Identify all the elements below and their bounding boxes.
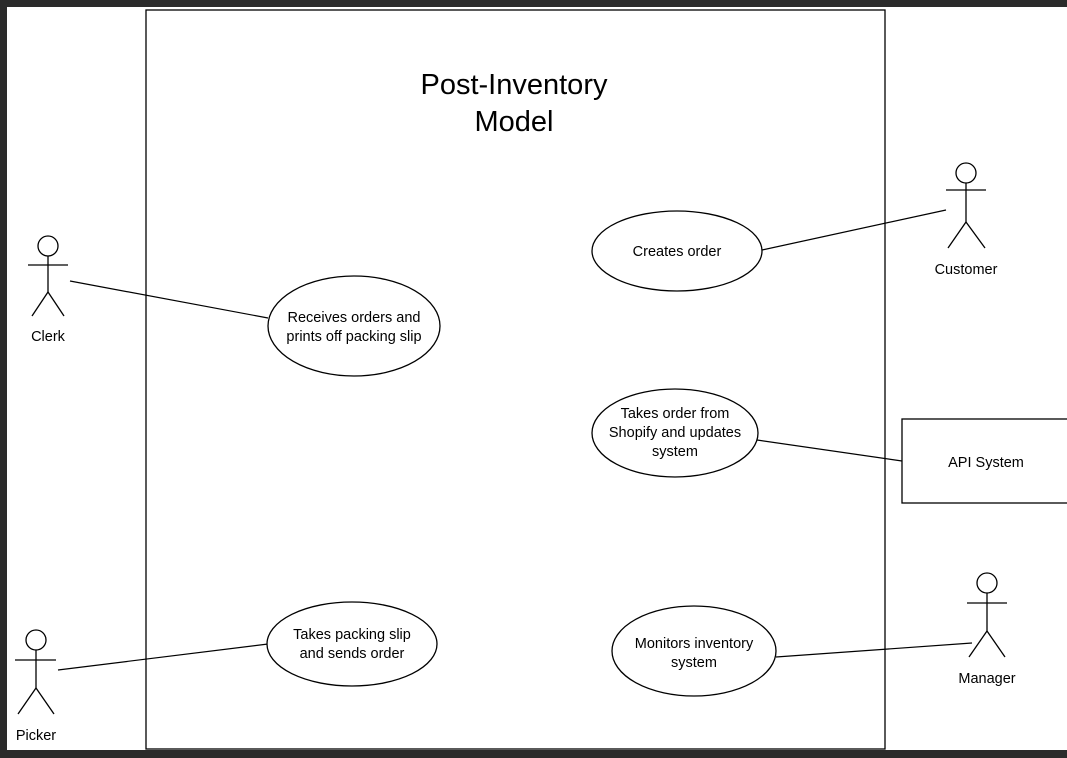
actor-manager[interactable] — [967, 572, 1007, 658]
actor-manager-head — [976, 572, 998, 594]
diagram-title-line1: Post-Inventory — [421, 69, 608, 101]
use-case-monitors-inventory-line1: Monitors inventory — [635, 636, 754, 652]
association-customer — [761, 209, 947, 251]
use-case-monitors-inventory[interactable]: Monitors inventory system — [611, 605, 777, 697]
actor-picker[interactable] — [15, 629, 56, 715]
use-case-receives-orders-line1: Receives orders and — [288, 310, 421, 326]
actor-clerk-head — [37, 235, 59, 257]
actor-clerk[interactable] — [28, 235, 68, 317]
use-case-takes-packing-slip[interactable]: Takes packing slip and sends order — [266, 601, 438, 687]
association-clerk — [69, 280, 269, 319]
use-case-monitors-inventory-line2: system — [671, 655, 717, 671]
diagram-title-line2: Model — [475, 106, 554, 138]
use-case-takes-packing-slip-line2: and sends order — [300, 646, 405, 662]
api-system-box[interactable]: API System — [901, 418, 1067, 504]
use-case-takes-order-shopify[interactable]: Takes order from Shopify and updates sys… — [591, 388, 759, 478]
actor-customer-label: Customer — [935, 262, 998, 278]
use-case-takes-packing-slip-line1: Takes packing slip — [293, 627, 411, 643]
actor-customer-head — [955, 162, 977, 184]
association-api-system — [756, 439, 903, 462]
system-boundary — [145, 9, 886, 750]
association-manager — [775, 642, 973, 658]
actor-customer[interactable] — [946, 162, 986, 249]
use-case-creates-order-line1: Creates order — [633, 244, 722, 260]
actor-picker-label: Picker — [16, 728, 56, 744]
use-case-takes-order-shopify-line1: Takes order from — [621, 406, 730, 422]
use-case-creates-order[interactable]: Creates order — [591, 210, 763, 292]
actor-manager-label: Manager — [958, 671, 1015, 687]
use-case-receives-orders[interactable]: Receives orders and prints off packing s… — [267, 275, 441, 377]
use-case-receives-orders-line2: prints off packing slip — [286, 329, 421, 345]
page-background — [7, 7, 1067, 750]
use-case-takes-order-shopify-line2: Shopify and updates — [609, 425, 741, 441]
use-case-takes-order-shopify-line3: system — [652, 444, 698, 460]
api-system-label: API System — [948, 455, 1024, 471]
association-picker — [57, 643, 269, 671]
actor-clerk-label: Clerk — [31, 329, 66, 345]
actor-picker-head — [25, 629, 47, 651]
